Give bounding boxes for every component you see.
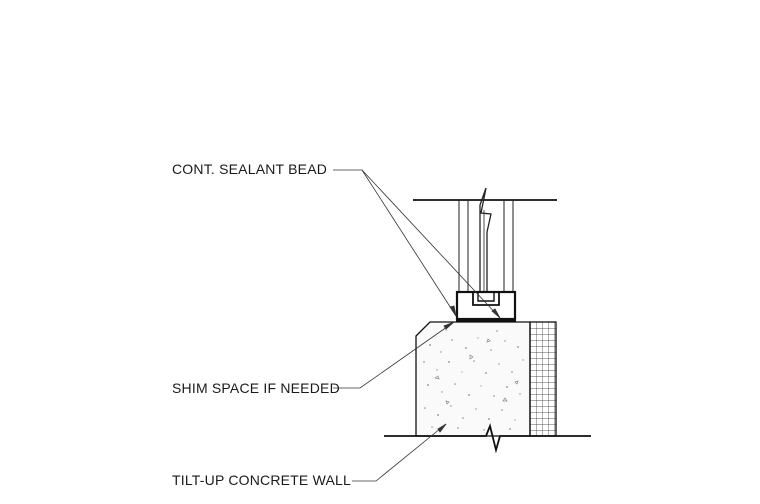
- concrete-aggregate: [434, 338, 519, 405]
- wall-label: TILT-UP CONCRETE WALL: [172, 472, 351, 488]
- concrete-stipple: [423, 329, 524, 431]
- window-frame: [458, 187, 514, 292]
- shim-label: SHIM SPACE IF NEEDED: [172, 380, 340, 396]
- leaders: [333, 169, 501, 482]
- lower-break-line: [384, 423, 591, 454]
- sill-profile: [455, 290, 517, 322]
- insulation-panel: [529, 321, 557, 437]
- sealant-label: CONT. SEALANT BEAD: [172, 161, 328, 177]
- concrete-wall: [415, 321, 531, 437]
